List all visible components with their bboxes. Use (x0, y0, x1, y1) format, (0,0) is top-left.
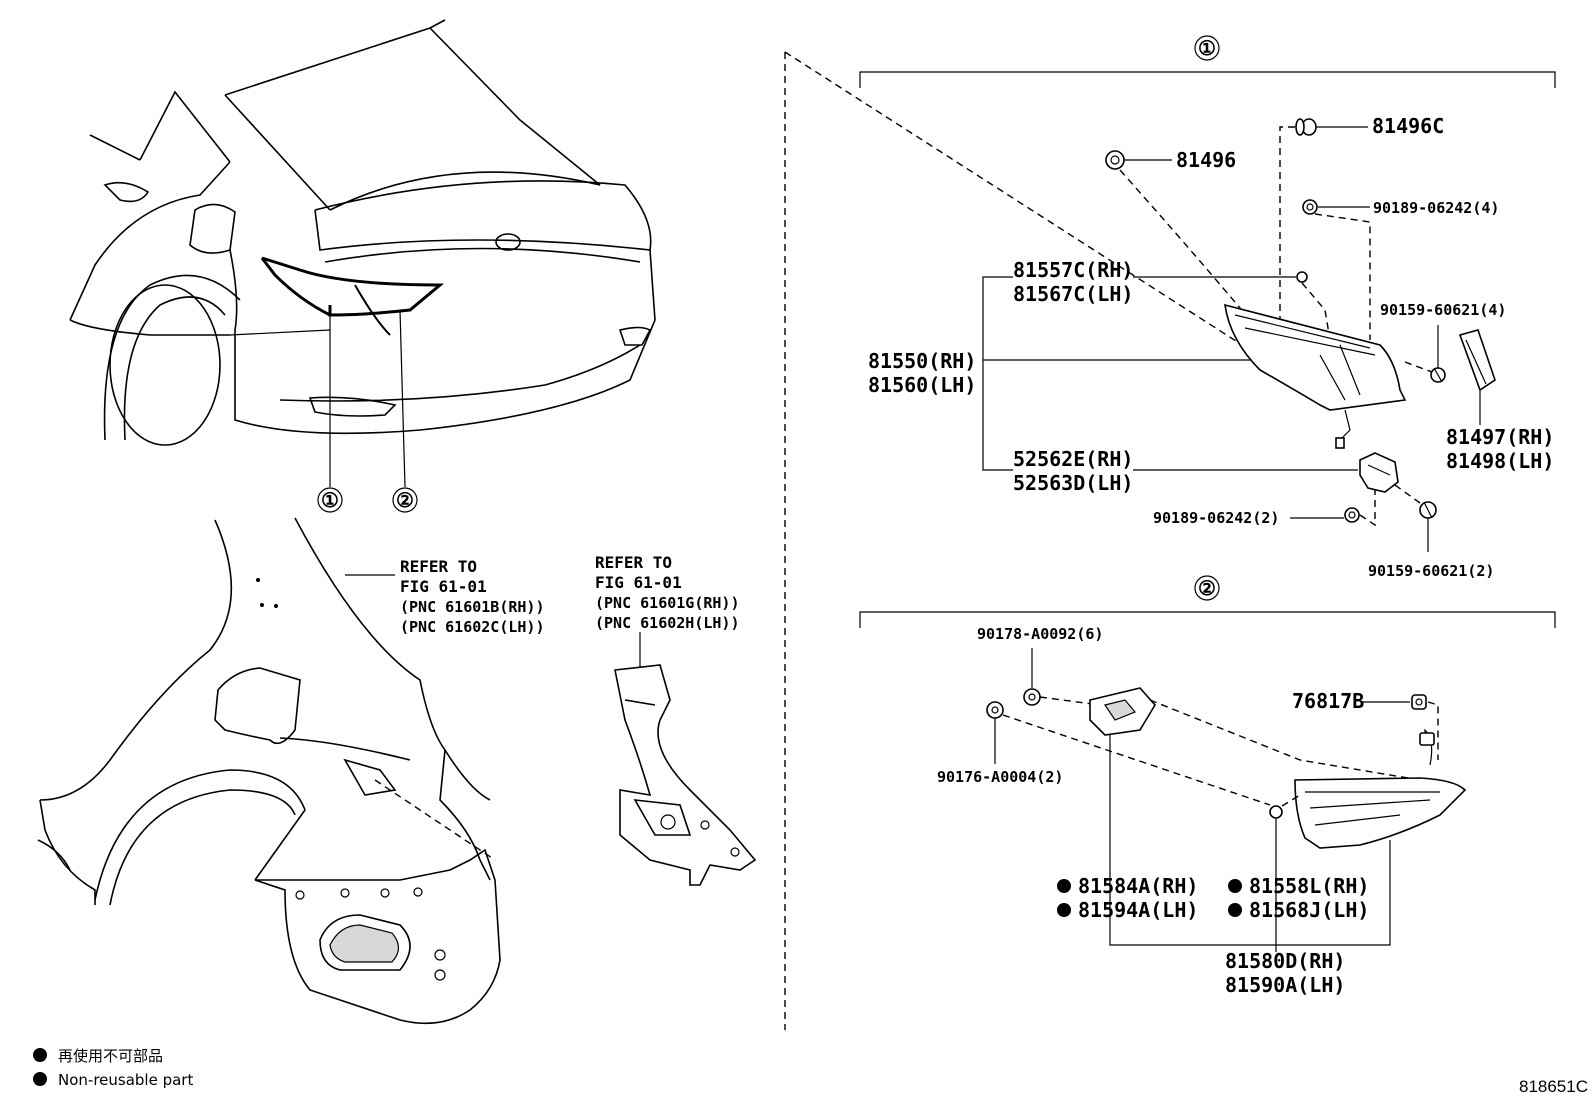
callout-2: ② (1198, 576, 1216, 600)
tail-lamp-assembly-icon (1224, 303, 1407, 449)
label-81568J: 81568J(LH) (1249, 898, 1369, 922)
label-81550: 81550(RH) (868, 349, 976, 373)
refer-right-line1: REFER TO (595, 553, 672, 572)
label-81558L: 81558L(RH) (1249, 874, 1369, 898)
label-90189-06242-2: 90189-06242(2) (1153, 509, 1279, 527)
clip-81557C-icon (1296, 271, 1308, 283)
callout-circle-2-left (392, 487, 418, 513)
label-90189-06242-4: 90189-06242(4) (1373, 199, 1499, 217)
refer-right-line2: FIG 61-01 (595, 573, 682, 592)
callout-circle-2 (1194, 575, 1220, 601)
refer-right-line3: (PNC 61601G(RH)) (595, 594, 740, 612)
label-81557C: 81557C(RH) (1013, 258, 1133, 282)
refer-left-line4: (PNC 61602C(LH)) (400, 618, 545, 636)
clip-81496C-icon (1295, 118, 1317, 136)
callout-1: ① (1198, 36, 1216, 60)
label-90159-60621-4: 90159-60621(4) (1380, 301, 1506, 319)
tree-bracket-2 (1109, 840, 1391, 946)
label-90176-A0004-2: 90176-A0004(2) (937, 768, 1063, 786)
refer-left-line2: FIG 61-01 (400, 577, 487, 596)
label-81496: 81496 (1176, 148, 1236, 172)
callout-1-left: ① (321, 488, 339, 512)
label-90178-A0092-6: 90178-A0092(6) (977, 625, 1103, 643)
nut-90176-icon (986, 701, 1004, 719)
label-52563D: 52563D(LH) (1013, 471, 1133, 495)
label-81560: 81560(LH) (868, 373, 976, 397)
refer-right-line4: (PNC 61602H(LH)) (595, 614, 740, 632)
refer-left-line1: REFER TO (400, 557, 477, 576)
nut-90178-icon (1023, 688, 1041, 706)
label-81567C: 81567C(LH) (1013, 282, 1133, 306)
group1-bracket (859, 71, 1556, 88)
callout-circle-1-left (317, 487, 343, 513)
legend-en: Non-reusable part (58, 1071, 193, 1089)
refer-left-line3: (PNC 61601B(RH)) (400, 598, 545, 616)
callout-2-left: ② (396, 488, 414, 512)
label-81498: 81498(LH) (1446, 449, 1554, 473)
label-76817B: 76817B (1292, 689, 1364, 713)
clip-76817B-icon (1411, 694, 1427, 710)
screw-90189-4-icon (1302, 199, 1318, 215)
car-rear-illustration (69, 19, 656, 488)
label-52562E: 52562E(RH) (1013, 447, 1133, 471)
non-reusable-dot-81568J (1228, 903, 1242, 917)
group2-bracket (859, 611, 1556, 628)
legend-jp: 再使用不可部品 (58, 1047, 163, 1065)
trunk-lamp-assembly-icon (1294, 728, 1467, 849)
label-81584A: 81584A(RH) (1078, 874, 1198, 898)
quarter-panel-illustration (37, 517, 501, 1025)
label-81580D: 81580D(RH) (1225, 949, 1345, 973)
clip-81558L-icon (1269, 805, 1283, 819)
figure-code: 818651C (1519, 1077, 1588, 1096)
socket-52562E-icon (1359, 452, 1399, 493)
gasket-81497-icon (1458, 329, 1496, 392)
gasket-81584A-icon (1089, 687, 1156, 736)
callout-circle-1 (1194, 35, 1220, 61)
label-81594A: 81594A(LH) (1078, 898, 1198, 922)
non-reusable-dot-81594A (1057, 903, 1071, 917)
label-81497: 81497(RH) (1446, 425, 1554, 449)
non-reusable-dot-81558L (1228, 879, 1242, 893)
non-reusable-dot-81584A (1057, 879, 1071, 893)
bracket-part-illustration (614, 632, 757, 886)
screw-90189-2-icon (1344, 507, 1360, 523)
label-90159-60621-2: 90159-60621(2) (1368, 562, 1494, 580)
legend-dot-jp (33, 1048, 47, 1062)
divider-diagonal (784, 51, 1251, 351)
label-81590A: 81590A(LH) (1225, 973, 1345, 997)
nut-90159-2-icon (1419, 501, 1437, 519)
tree-bracket-1 (982, 276, 1013, 471)
nut-90159-4-icon (1430, 367, 1446, 383)
label-81496C: 81496C (1372, 114, 1444, 138)
clip-81496-icon (1105, 150, 1125, 170)
legend-dot-en (33, 1072, 47, 1086)
